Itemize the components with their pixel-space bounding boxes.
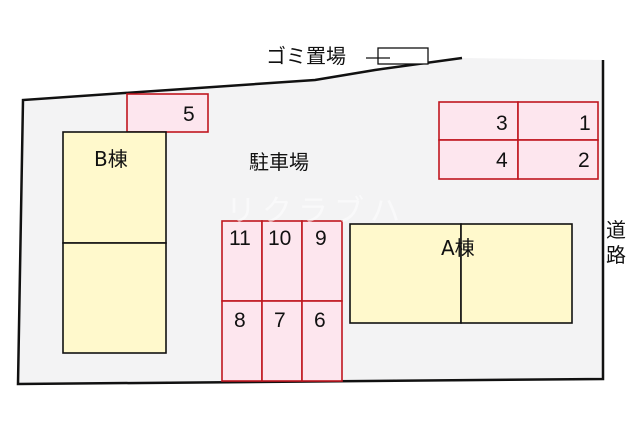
watermark: リクラブハ [226, 194, 406, 229]
lot-boundary [16, 56, 605, 386]
space-11: 11 [229, 227, 251, 250]
road-label-1: 道 [606, 218, 626, 242]
space-6: 6 [314, 309, 326, 332]
space-8: 8 [234, 309, 246, 332]
space-7: 7 [274, 309, 286, 332]
space-5: 5 [183, 103, 195, 126]
space-10: 10 [268, 227, 292, 250]
space-1: 1 [579, 112, 591, 135]
parking-block-1-4 [438, 101, 599, 180]
space-9: 9 [315, 227, 327, 250]
space-2: 2 [578, 149, 590, 172]
space-4: 4 [496, 149, 508, 172]
building-b-label: B棟 [94, 147, 128, 171]
parking-label: 駐車場 [249, 150, 309, 174]
building-b [62, 131, 167, 354]
parking-5 [126, 93, 209, 133]
garbage-box [377, 47, 429, 65]
garbage-label: ゴミ置場 [266, 44, 346, 68]
parking-block-6-11 [221, 220, 343, 382]
road-label-2: 路 [606, 243, 626, 267]
building-a [349, 223, 573, 324]
building-a-label: A棟 [441, 236, 475, 260]
space-3: 3 [496, 112, 508, 135]
